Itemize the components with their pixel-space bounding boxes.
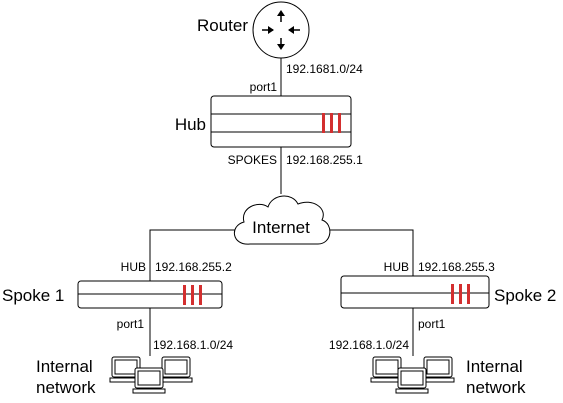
spoke2-subnet: 192.168.1.0/24: [329, 338, 409, 352]
spoke1-network-line1: Internal: [36, 357, 93, 376]
router-label: Router: [197, 16, 248, 35]
cloud-icon: [234, 195, 331, 245]
spoke2-ip: 192.168.255.3: [418, 260, 495, 274]
links: [149, 58, 414, 356]
spoke2-port-bottom: port1: [418, 317, 446, 331]
hub-firewall-icon: [210, 95, 352, 148]
spoke1-subnet: 192.168.1.0/24: [153, 338, 233, 352]
router-subnet: 192.1681.0/24: [286, 62, 363, 76]
spoke1-network-line2: network: [36, 378, 96, 397]
hub-label: Hub: [175, 115, 206, 134]
spoke2-port-top: HUB: [384, 260, 409, 274]
spoke1-firewall-icon: [77, 280, 223, 309]
spoke2-network-line1: Internal: [466, 357, 523, 376]
internet-spoke2-link: [322, 229, 414, 276]
router-icon: [252, 1, 310, 59]
hub-port-top: port1: [250, 80, 278, 94]
spoke2-firewall-icon: [340, 275, 490, 309]
spoke2-label: Spoke 2: [494, 286, 556, 305]
spoke1-label: Spoke 1: [2, 286, 64, 305]
internet-spoke1-link: [149, 229, 240, 281]
spoke2-network-line2: network: [466, 378, 526, 397]
spoke1-ip: 192.168.255.2: [155, 260, 232, 274]
internet-label: Internet: [252, 218, 310, 237]
spoke1-computer-cluster-icon: [109, 356, 193, 394]
spoke2-computer-cluster-icon: [370, 356, 455, 394]
hub-port-bottom: SPOKES: [228, 153, 277, 167]
spoke1-port-top: HUB: [121, 260, 146, 274]
hub-ip: 192.168.255.1: [286, 153, 363, 167]
spoke1-port-bottom: port1: [117, 317, 145, 331]
